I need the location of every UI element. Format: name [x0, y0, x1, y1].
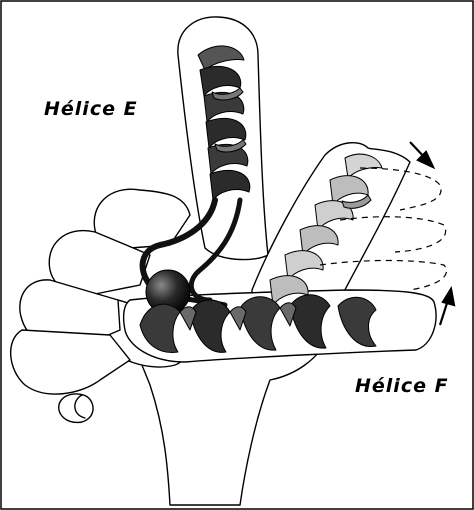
hand-curled-finger-4 [11, 330, 130, 394]
hand-outline [11, 17, 436, 505]
helix-e-label: Hélice E [44, 98, 138, 120]
arrow-icon [440, 289, 454, 325]
helix-f-label: Hélice F [355, 375, 449, 397]
arrow-icon [410, 142, 433, 167]
